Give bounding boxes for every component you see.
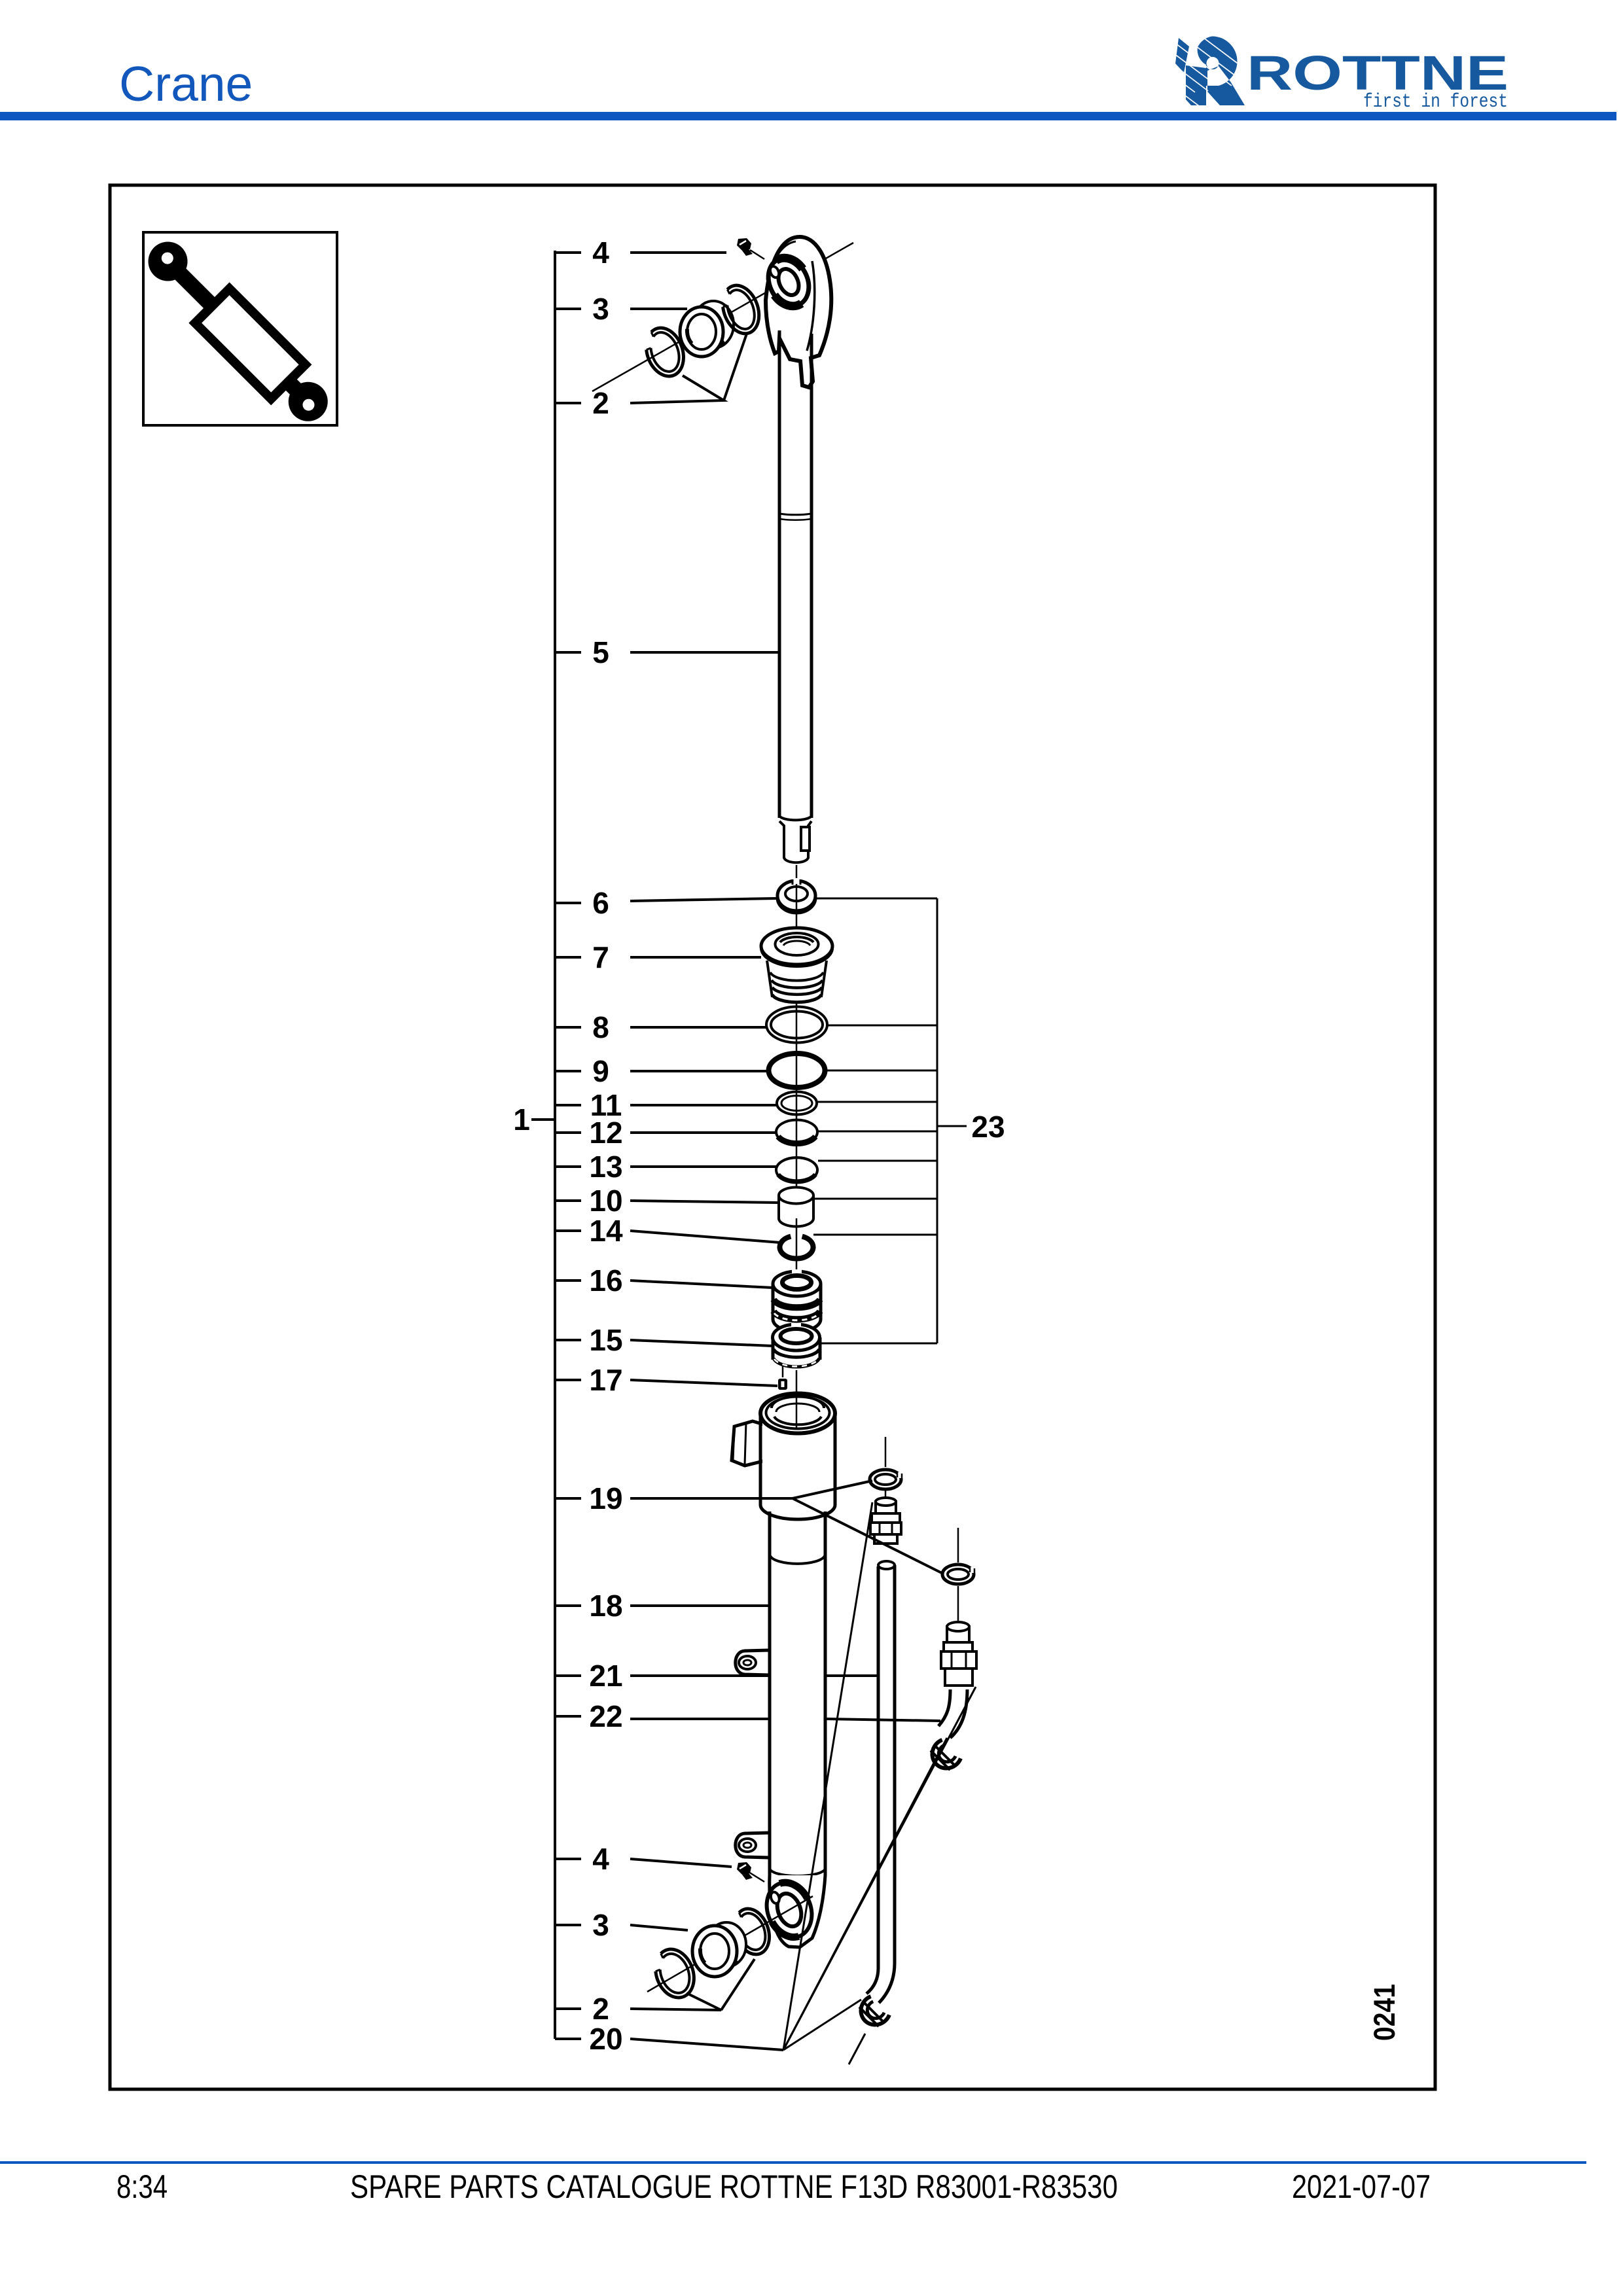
svg-text:15: 15 — [589, 1323, 622, 1357]
svg-text:6: 6 — [592, 886, 609, 920]
svg-text:21: 21 — [589, 1659, 622, 1693]
svg-text:first in forest: first in forest — [1363, 91, 1508, 113]
svg-text:10: 10 — [589, 1184, 622, 1218]
svg-text:16: 16 — [589, 1263, 622, 1298]
svg-text:SPARE PARTS CATALOGUE ROTTNE F: SPARE PARTS CATALOGUE ROTTNE F13D R83001… — [350, 2168, 1118, 2205]
svg-text:4: 4 — [592, 236, 609, 270]
svg-text:23: 23 — [971, 1110, 1005, 1144]
svg-text:2: 2 — [592, 1992, 609, 2026]
svg-text:12: 12 — [589, 1116, 622, 1150]
svg-text:Crane: Crane — [119, 56, 253, 111]
svg-text:9: 9 — [592, 1054, 609, 1088]
svg-text:3: 3 — [592, 1908, 609, 1942]
svg-text:ROTTNE: ROTTNE — [1247, 46, 1508, 100]
svg-text:11: 11 — [590, 1088, 622, 1122]
svg-text:1: 1 — [513, 1103, 530, 1137]
svg-text:8:34: 8:34 — [116, 2168, 168, 2205]
svg-text:14: 14 — [589, 1214, 623, 1248]
svg-text:17: 17 — [589, 1363, 622, 1397]
svg-text:22: 22 — [589, 1699, 622, 1733]
svg-text:5: 5 — [592, 635, 609, 669]
svg-text:2: 2 — [592, 386, 609, 420]
svg-text:0241: 0241 — [1368, 1984, 1401, 2041]
svg-text:4: 4 — [592, 1842, 609, 1876]
svg-text:18: 18 — [589, 1589, 622, 1623]
svg-text:20: 20 — [589, 2022, 622, 2056]
svg-text:19: 19 — [589, 1481, 622, 1515]
svg-text:13: 13 — [589, 1150, 622, 1184]
svg-text:2021-07-07: 2021-07-07 — [1292, 2168, 1431, 2205]
svg-text:8: 8 — [592, 1010, 609, 1044]
svg-text:7: 7 — [592, 940, 609, 974]
svg-text:3: 3 — [592, 292, 609, 326]
